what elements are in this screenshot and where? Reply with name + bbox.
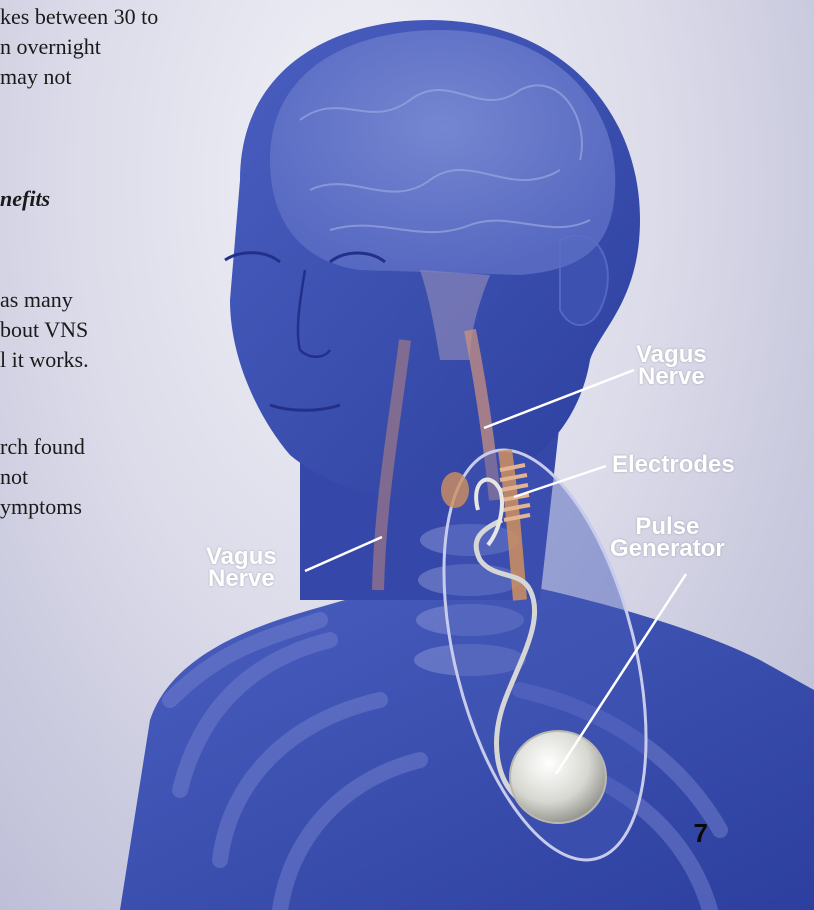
text-line: bout VNS (0, 315, 89, 345)
text-line: as many (0, 285, 89, 315)
label-vagus-nerve-right: Vagus Nerve (636, 344, 707, 388)
label-electrodes: Electrodes (612, 454, 735, 476)
pulse-generator-device (510, 731, 606, 823)
text-line: rch found (0, 432, 85, 462)
cutaway-nerve-top (441, 472, 469, 508)
text-line: n overnight (0, 32, 158, 62)
text-line: l it works. (0, 345, 89, 375)
text-line: not (0, 462, 85, 492)
text-line: ymptoms (0, 492, 85, 522)
label-vagus-nerve-left: Vagus Nerve (206, 546, 277, 590)
section-heading: nefits (0, 184, 50, 214)
text-line: kes between 30 to (0, 2, 158, 32)
text-line: may not (0, 62, 158, 92)
label-pulse-generator: Pulse Generator (610, 516, 725, 560)
page-number: 7 (694, 818, 708, 849)
